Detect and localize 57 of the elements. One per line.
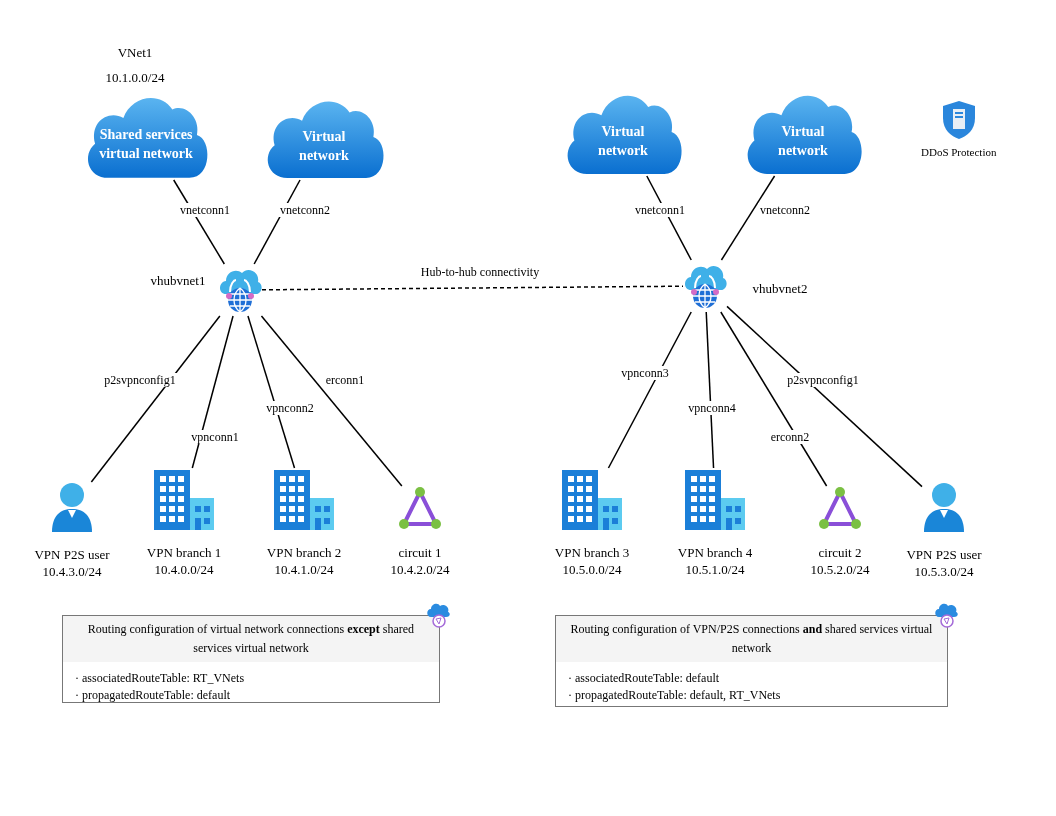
node-caption: VPN branch 2 — [266, 544, 342, 561]
node-caption: VPN branch 3 — [554, 544, 630, 561]
node-caption: 10.4.2.0/24 — [390, 561, 450, 578]
node-caption: VPN branch 1 — [146, 544, 222, 561]
edge-label: vpnconn1 — [189, 430, 241, 444]
connector-line — [720, 175, 776, 261]
node-caption: VNet1 — [117, 44, 153, 61]
icon-caption: DDoS Protection — [921, 145, 997, 159]
node-caption: 10.4.1.0/24 — [274, 561, 334, 578]
edge-label: erconn1 — [323, 373, 367, 387]
node-caption: VPN P2S user — [906, 546, 982, 563]
connector-line — [705, 311, 715, 469]
connector-line — [247, 315, 296, 469]
cloud-label: Virtual network — [298, 128, 350, 165]
connector-line — [607, 311, 692, 469]
node-caption: vhubvnet1 — [150, 272, 206, 289]
note-item: · associatedRouteTable: RT_VNets — [74, 670, 246, 687]
node-caption: circuit 2 — [818, 544, 862, 561]
edge-label: p2svpnconfig1 — [102, 373, 178, 387]
connector-line — [726, 305, 923, 488]
edge-label: vnetconn2 — [278, 203, 332, 217]
note-panel — [555, 615, 948, 707]
connector-line — [720, 311, 828, 487]
connector-line — [261, 285, 684, 291]
note-heading: Routing configuration of virtual network connections except shared services virtual network — [63, 616, 439, 662]
note-item: · propagatedRouteTable: default — [74, 687, 232, 704]
node-caption: 10.5.0.0/24 — [562, 561, 622, 578]
node-caption: 10.4.3.0/24 — [42, 563, 102, 580]
edge-label: Hub-to-hub connectivity — [418, 265, 542, 279]
node-caption: 10.5.3.0/24 — [914, 563, 974, 580]
note-panel — [62, 615, 440, 703]
edge-label: vpnconn3 — [619, 366, 671, 380]
connector-line — [90, 315, 221, 483]
cloud-label: Shared services virtual network — [98, 126, 194, 163]
edge-label: vpnconn2 — [264, 401, 316, 415]
node-caption: 10.4.0.0/24 — [154, 561, 214, 578]
edge-label: vnetconn1 — [178, 203, 232, 217]
connector-line — [260, 315, 403, 487]
note-item: · associatedRouteTable: default — [567, 670, 721, 687]
node-caption: 10.5.1.0/24 — [685, 561, 745, 578]
edge-label: p2svpnconfig1 — [785, 373, 861, 387]
connector-line — [191, 315, 234, 469]
note-heading: Routing configuration of VPN/P2S connections and shared services virtual network — [556, 616, 947, 662]
node-caption: 10.1.0.0/24 — [105, 69, 165, 86]
connector-line — [646, 175, 692, 261]
node-caption: vhubvnet2 — [752, 280, 808, 297]
edge-label: erconn2 — [768, 430, 812, 444]
cloud-label: Virtual network — [777, 123, 829, 160]
node-caption: VPN P2S user — [34, 546, 110, 563]
edge-label: vnetconn2 — [758, 203, 812, 217]
cloud-label: Virtual network — [597, 123, 649, 160]
node-caption: 10.5.2.0/24 — [810, 561, 870, 578]
node-caption: circuit 1 — [398, 544, 442, 561]
node-caption: VPN branch 4 — [677, 544, 753, 561]
edge-label: vpnconn4 — [686, 401, 738, 415]
edge-label: vnetconn1 — [633, 203, 687, 217]
note-item: · propagatedRouteTable: default, RT_VNets — [567, 687, 782, 704]
